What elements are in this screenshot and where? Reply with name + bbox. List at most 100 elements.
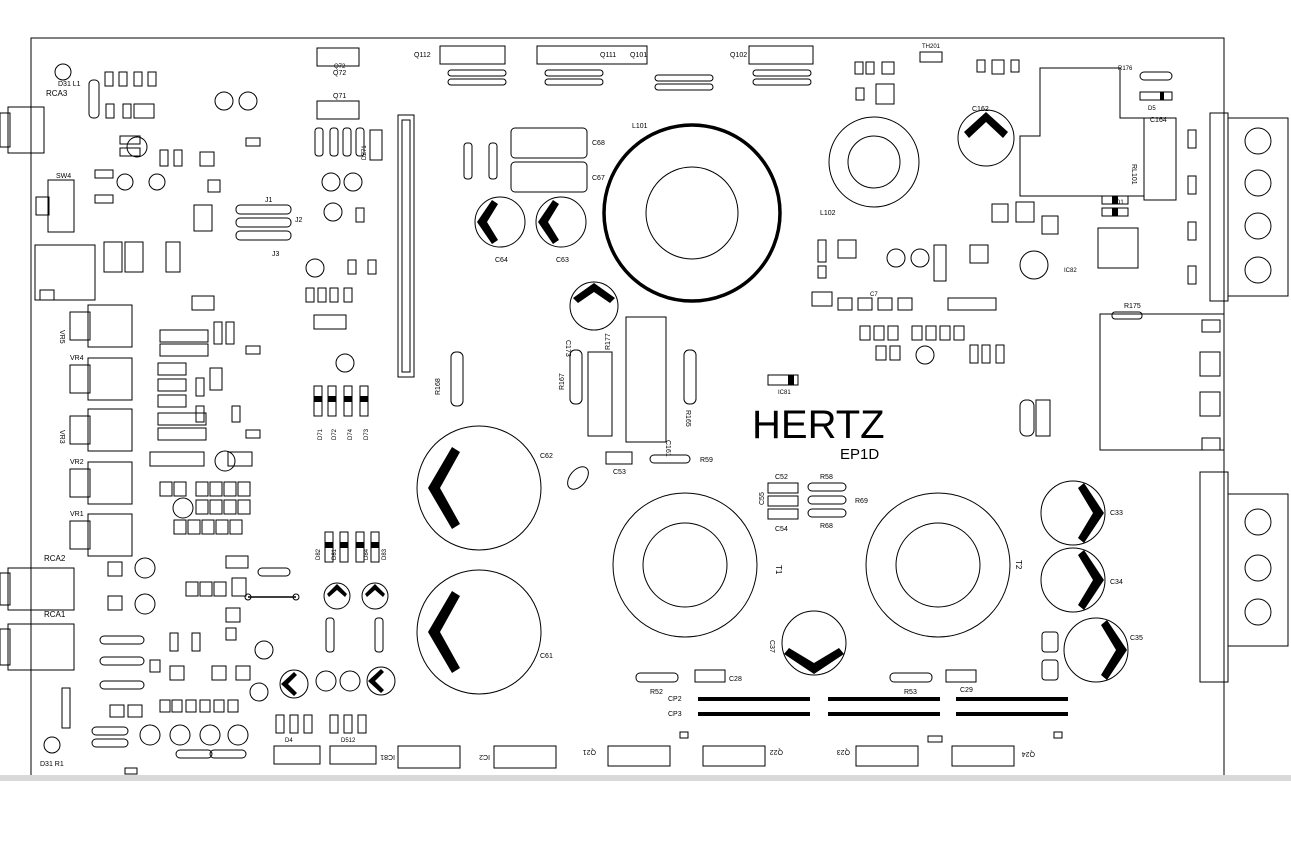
mosfet-q22: Q22 bbox=[702, 745, 783, 767]
mosfet-q71: Q71 bbox=[316, 93, 360, 120]
svg-text:R53: R53 bbox=[904, 689, 917, 696]
mosfet-q72: Q72 bbox=[316, 47, 360, 77]
svg-text:C54: C54 bbox=[775, 526, 788, 533]
svg-text:D31 L1: D31 L1 bbox=[58, 81, 81, 88]
svg-text:R177: R177 bbox=[605, 333, 612, 350]
svg-text:C162: C162 bbox=[972, 106, 989, 113]
diode-pack-d62: IC81 bbox=[380, 745, 461, 769]
svg-text:R167: R167 bbox=[559, 373, 566, 390]
board-outline bbox=[30, 37, 1225, 777]
svg-text:D74: D74 bbox=[348, 428, 354, 440]
svg-text:C55: C55 bbox=[759, 492, 766, 505]
relay-rl101: RL101 C164 bbox=[1019, 67, 1177, 201]
cap-c28: C28 bbox=[694, 669, 742, 683]
elco-c63: C63 bbox=[535, 196, 587, 264]
svg-text:R58: R58 bbox=[820, 474, 833, 481]
resistor-bank-left bbox=[149, 451, 253, 681]
speaker-terminal-bottom bbox=[1199, 471, 1289, 683]
power-jack bbox=[34, 244, 96, 301]
busbar-cp2: CP2 bbox=[668, 696, 1068, 703]
svg-text:R168: R168 bbox=[435, 378, 442, 395]
svg-text:VR1: VR1 bbox=[70, 511, 84, 518]
caps-c669x bbox=[1019, 399, 1051, 437]
resistor-r177: R177 bbox=[587, 333, 613, 437]
cap-c53: C53 bbox=[605, 451, 633, 476]
transformer-t1: T1 bbox=[612, 492, 783, 638]
mosfet-q111-q101: Q111 Q101 bbox=[536, 45, 648, 65]
rca1-label: RCA1 bbox=[44, 610, 66, 619]
svg-text:C37: C37 bbox=[768, 640, 775, 653]
svg-text:Q101: Q101 bbox=[630, 52, 647, 59]
rca3-connector: RCA3 bbox=[0, 89, 68, 154]
cap-c37: C37 bbox=[768, 610, 847, 676]
svg-text:RL101: RL101 bbox=[1130, 164, 1137, 185]
svg-text:CP2: CP2 bbox=[668, 696, 682, 703]
smd-components bbox=[61, 59, 1173, 775]
speaker-terminal-top bbox=[1187, 112, 1289, 302]
svg-text:R176: R176 bbox=[1118, 66, 1133, 72]
fuse-block: R175 bbox=[1099, 303, 1225, 451]
svg-text:IC82: IC82 bbox=[1064, 268, 1077, 274]
mosfet-q21: Q21 bbox=[583, 745, 671, 767]
resistor-row-top bbox=[447, 69, 812, 91]
cap-c67: C67 bbox=[510, 161, 605, 193]
resistor-r168: R168 bbox=[435, 351, 464, 407]
resistor-r52: R52 bbox=[635, 672, 679, 696]
elco-c64: C64 bbox=[474, 196, 526, 264]
inductor-l102: L102 bbox=[820, 116, 920, 217]
elco-c83-c84 bbox=[279, 666, 396, 699]
svg-text:CP3: CP3 bbox=[668, 711, 682, 718]
svg-text:T1: T1 bbox=[774, 565, 783, 575]
svg-text:C67: C67 bbox=[592, 175, 605, 182]
elco-c173: C173 bbox=[564, 281, 619, 357]
ic81: D4 bbox=[273, 738, 321, 765]
svg-text:C34: C34 bbox=[1110, 579, 1123, 586]
svg-text:D83: D83 bbox=[382, 548, 388, 560]
svg-text:Q22: Q22 bbox=[770, 748, 783, 755]
ic2-region bbox=[767, 51, 997, 386]
mosfet-q112: Q112 bbox=[414, 45, 506, 65]
svg-text:Q24: Q24 bbox=[1022, 750, 1035, 757]
cap-c68: C68 bbox=[510, 127, 605, 159]
elco-c1 bbox=[1019, 250, 1049, 280]
svg-text:R175: R175 bbox=[1124, 303, 1141, 310]
elco-c81-c82 bbox=[323, 582, 389, 653]
cap-c29: C29 bbox=[945, 669, 977, 694]
svg-text:Q23: Q23 bbox=[837, 748, 850, 755]
svg-text:Q102: Q102 bbox=[730, 52, 747, 59]
model-label: EP1D bbox=[840, 446, 879, 463]
pot-vr5: VR5 bbox=[58, 304, 133, 348]
svg-text:C33: C33 bbox=[1110, 510, 1123, 517]
pot-vr2: VR2 bbox=[69, 459, 133, 505]
pot-vr1: VR1 bbox=[69, 511, 133, 557]
ic82: D512 bbox=[329, 738, 377, 765]
left-resistors bbox=[88, 79, 291, 759]
channel-r-symbol: D31 R1 bbox=[40, 736, 64, 768]
busbar-cp3: CP3 bbox=[668, 711, 1068, 718]
rca2-label: RCA2 bbox=[44, 554, 66, 563]
svg-text:VR5: VR5 bbox=[58, 330, 65, 344]
resistor-r59: R59 bbox=[649, 454, 713, 464]
slot-hole bbox=[567, 466, 589, 490]
svg-text:J3: J3 bbox=[272, 251, 280, 258]
svg-text:C173: C173 bbox=[564, 340, 571, 357]
svg-text:Q71: Q71 bbox=[333, 93, 346, 100]
svg-text:Q72: Q72 bbox=[334, 64, 346, 70]
svg-text:C7: C7 bbox=[870, 292, 878, 298]
svg-text:C53: C53 bbox=[613, 469, 626, 476]
page-bottom-band bbox=[0, 775, 1291, 781]
svg-text:C68: C68 bbox=[592, 140, 605, 147]
svg-text:VR2: VR2 bbox=[70, 459, 84, 466]
resistor-r167: R167 bbox=[559, 349, 583, 405]
elco-c162: C162 bbox=[957, 106, 1015, 167]
svg-text:D82: D82 bbox=[316, 548, 322, 560]
svg-text:J2: J2 bbox=[295, 217, 303, 224]
filter-cap-c61: C61 bbox=[416, 569, 553, 695]
svg-text:C63: C63 bbox=[556, 257, 569, 264]
brand-logo: HERTZ bbox=[752, 403, 885, 447]
wire-link-3 bbox=[244, 593, 300, 601]
svg-text:D71: D71 bbox=[318, 428, 324, 440]
svg-text:R52: R52 bbox=[650, 689, 663, 696]
filter-cap-c62: C62 bbox=[416, 425, 553, 551]
